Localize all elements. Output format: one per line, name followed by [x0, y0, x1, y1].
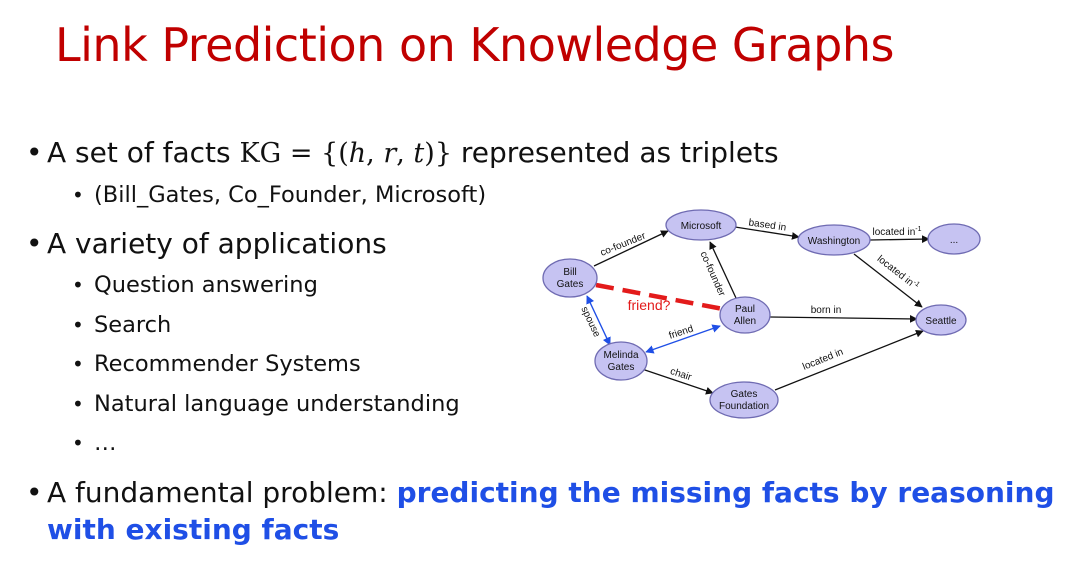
bullet-problem: •A fundamental problem: predicting the m… [26, 476, 1055, 509]
edge-label-chair: chair [669, 366, 694, 383]
node-label-line2: Allen [734, 316, 756, 327]
edge-label-located-in-inverse-2: located in-1 [875, 253, 921, 293]
application-item: • Recommender Systems [72, 351, 361, 377]
applications-heading: A variety of applications [47, 227, 387, 260]
problem-emphasis-line2: with existing facts [47, 513, 340, 546]
bullet-dot: • [26, 476, 43, 509]
bullet-problem-continuation: with existing facts [47, 513, 339, 546]
node-label-line1: Bill [563, 267, 576, 278]
node-label-line1: Gates [731, 389, 758, 400]
bullet-dot: • [26, 136, 43, 169]
node-label: ... [950, 235, 958, 246]
node-microsoft[interactable]: Microsoft [665, 209, 737, 241]
node-label-line2: Gates [557, 279, 584, 290]
node-label: Microsoft [681, 221, 722, 232]
application-item: • Natural language understanding [72, 391, 460, 417]
edge-label-missing-friend: friend? [628, 297, 671, 313]
node-label-line2: Gates [608, 362, 635, 373]
node-ellipse [709, 381, 779, 419]
bullet-dot: • [72, 313, 84, 337]
math-close: )} [424, 138, 452, 169]
application-label: … [94, 430, 117, 456]
example-triplet: (Bill_Gates, Co_Founder, Microsoft) [94, 182, 487, 208]
math-r: r [383, 138, 397, 169]
bullet-dot: • [72, 352, 84, 376]
node-ellipse [542, 258, 598, 298]
node-ellipse [915, 304, 967, 336]
math-comma-2: , [396, 138, 414, 169]
node-unknown[interactable]: ... [927, 223, 981, 255]
facts-suffix: represented as triplets [452, 136, 779, 169]
application-item: • Question answering [72, 272, 318, 298]
math-equals: = {( [281, 138, 349, 169]
edge-bill-microsoft [593, 230, 669, 267]
math-t: t [413, 138, 425, 169]
node-ellipse [594, 341, 648, 381]
edge-friend [645, 324, 721, 354]
bullet-dot: • [72, 392, 84, 416]
edge-spouse [586, 295, 611, 346]
application-label: Question answering [94, 272, 318, 298]
node-label: Washington [808, 236, 860, 247]
application-label: Recommender Systems [94, 351, 361, 377]
node-label-line1: Paul [735, 304, 755, 315]
node-bill-gates[interactable]: Bill Gates [542, 258, 598, 298]
bullet-dot: • [26, 227, 43, 260]
edge-label-located-in: located in [801, 347, 845, 373]
problem-prefix: A fundamental problem: [47, 476, 397, 509]
bullet-dot: • [72, 431, 84, 455]
node-label-line2: Foundation [719, 401, 769, 412]
edge-washington-unknown [869, 235, 930, 244]
edge-washington-seattle [853, 253, 923, 308]
node-melinda-gates[interactable]: Melinda Gates [594, 341, 648, 381]
node-gates-foundation[interactable]: Gates Foundation [709, 381, 779, 419]
edge-label-based-in: based in [748, 217, 787, 233]
bullet-applications: •A variety of applications [26, 227, 387, 260]
bullet-example: • (Bill_Gates, Co_Founder, Microsoft) [72, 182, 486, 208]
node-ellipse [719, 296, 771, 334]
facts-formula: KG = {(h, r, t)} [240, 138, 452, 169]
node-label-line1: Melinda [603, 350, 638, 361]
edge-paul-microsoft [709, 241, 737, 299]
math-set-name: KG [239, 138, 282, 169]
edge-foundation-seattle [774, 329, 924, 391]
edge-missing-friend [595, 282, 724, 312]
math-h: h [348, 138, 367, 169]
edge-melinda-foundation [638, 367, 714, 395]
bullet-facts: •A set of facts KG = {(h, r, t)} represe… [26, 136, 779, 169]
math-comma-1: , [366, 138, 384, 169]
bullet-dot: • [72, 273, 84, 297]
edge-label-co-founder-paul: co-founder [698, 250, 728, 299]
facts-prefix: A set of facts [47, 136, 240, 169]
node-washington[interactable]: Washington [797, 224, 871, 256]
slide-title: Link Prediction on Knowledge Graphs [55, 18, 894, 72]
application-item: • Search [72, 312, 171, 338]
node-label: Seattle [925, 316, 957, 327]
application-label: Natural language understanding [94, 391, 460, 417]
application-item: •… [72, 430, 117, 456]
edge-label-born-in: born in [811, 305, 842, 316]
edge-label-located-in-inverse: located in-1 [872, 226, 921, 238]
application-label: Search [94, 312, 172, 338]
edge-paul-seattle [769, 315, 918, 323]
node-seattle[interactable]: Seattle [915, 304, 967, 336]
bullet-dot: • [72, 183, 84, 207]
edge-microsoft-washington [734, 226, 800, 240]
node-ellipse [665, 209, 737, 241]
node-ellipse [927, 223, 981, 255]
problem-emphasis-line1: predicting the missing facts by reasonin… [396, 476, 1055, 509]
node-paul-allen[interactable]: Paul Allen [719, 296, 771, 334]
node-ellipse [797, 224, 871, 256]
